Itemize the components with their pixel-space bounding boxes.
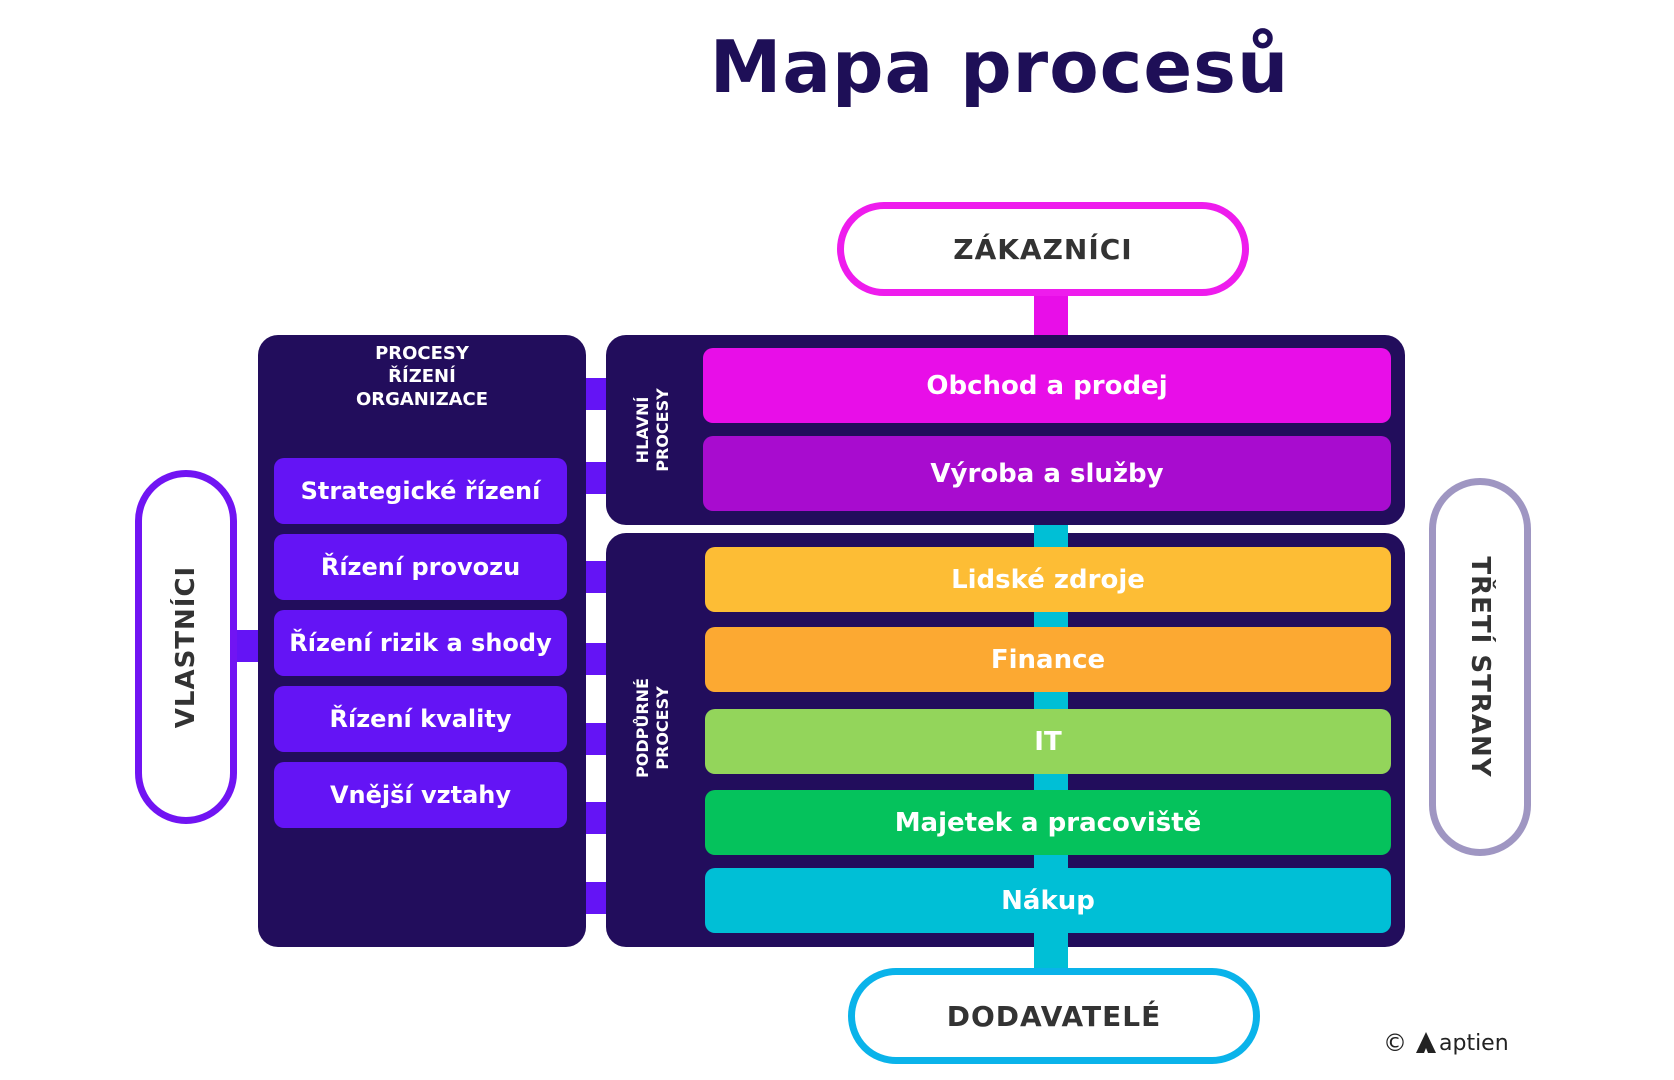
management-title: PROCESY ŘÍZENÍ ORGANIZACE [258,342,586,411]
connector-link-7 [582,882,608,914]
connector-link-5 [582,723,608,755]
aptien-logo-icon [1416,1032,1436,1053]
connector-link-4 [582,643,608,675]
suppliers-pill: DODAVATELÉ [848,968,1260,1064]
copyright-symbol: © [1383,1029,1407,1057]
connector-link-3 [582,561,608,593]
process-purchasing: Nákup [705,868,1391,933]
management-title-line-1: PROCESY [375,343,469,364]
brand-name: aptien [1439,1030,1509,1056]
connector-link-2 [582,462,608,494]
process-assets-workplace: Majetek a pracoviště [705,790,1391,855]
management-item-risk-compliance: Řízení rizik a shody [274,610,567,676]
page-title: Mapa procesů [709,25,1290,109]
main-processes-label-line-1: HLAVNÍ [633,396,652,464]
connector-link-1 [582,378,608,410]
process-sales: Obchod a prodej [703,348,1391,423]
support-processes-label-line-2: PROCESY [653,686,672,770]
customers-label: ZÁKAZNÍCI [953,232,1133,266]
management-title-line-3: ORGANIZACE [355,389,489,410]
third-parties-pill [1429,478,1531,856]
main-processes-label: HLAVNÍ PROCESY [633,388,673,471]
copyright: © aptien [1383,1028,1509,1058]
management-item-strategic: Strategické řízení [274,458,567,524]
main-processes-label-line-2: PROCESY [653,388,672,472]
connector-link-6 [582,802,608,834]
owners-pill [135,470,237,824]
connector-customers [1034,296,1068,336]
third-parties-label: TŘETÍ STRANY [1465,556,1495,778]
management-title-line-2: ŘÍZENÍ [388,366,456,387]
management-item-quality: Řízení kvality [274,686,567,752]
owners-label: VLASTNÍCI [171,565,201,729]
brand: aptien [1415,1031,1509,1056]
customers-pill: ZÁKAZNÍCI [837,202,1249,296]
support-processes-label-line-1: PODPŮRNÉ [633,678,652,778]
management-item-external-relations: Vnější vztahy [274,762,567,828]
process-it: IT [705,709,1391,774]
process-production-services: Výroba a služby [703,436,1391,511]
connector-owners [232,630,262,662]
management-item-operations: Řízení provozu [274,534,567,600]
support-processes-label: PODPŮRNÉ PROCESY [633,678,673,778]
process-human-resources: Lidské zdroje [705,547,1391,612]
suppliers-label: DODAVATELÉ [946,999,1162,1033]
process-finance: Finance [705,627,1391,692]
